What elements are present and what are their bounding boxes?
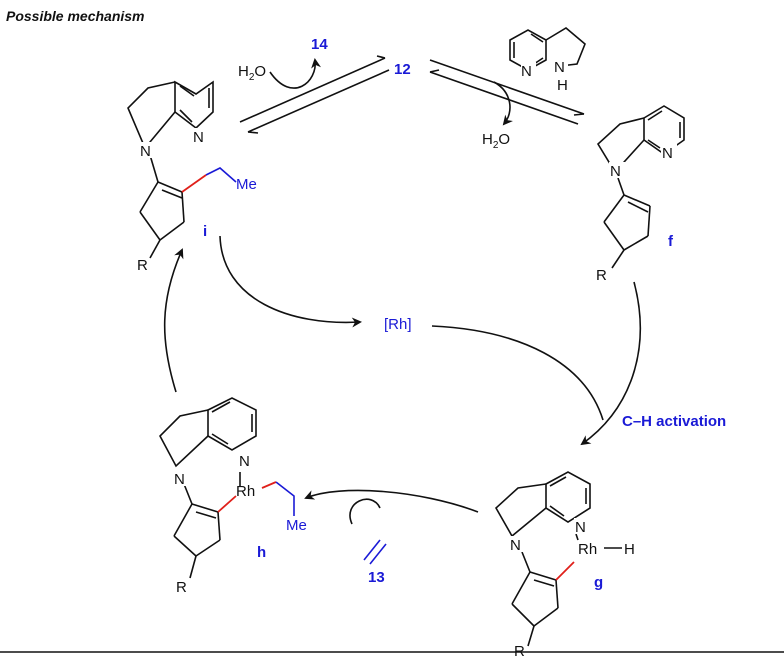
compound-12-label: 12 xyxy=(394,61,411,78)
h-red-bond-c xyxy=(217,495,237,513)
equilibrium-left xyxy=(239,55,390,134)
g-red-bond xyxy=(555,561,575,581)
i-r-group: R xyxy=(137,257,148,274)
h-r-group: R xyxy=(176,579,187,596)
g-r-group: R xyxy=(514,643,525,658)
h-red-bond-rh xyxy=(261,481,277,489)
intermediate-f-structure xyxy=(596,105,685,269)
rh-to-g-merge xyxy=(431,325,604,421)
i-amine-n: N xyxy=(140,143,151,160)
svg-text:H2O: H2O xyxy=(238,63,266,83)
i-methyl: Me xyxy=(236,176,257,193)
reagent-nh-hydrogen: H xyxy=(557,77,568,94)
release-water-arrow xyxy=(493,81,513,126)
intermediate-i-label: i xyxy=(203,223,207,240)
h-methyl: Me xyxy=(286,517,307,534)
svg-text:H2O: H2O xyxy=(482,131,510,151)
intermediate-f-label: f xyxy=(668,233,674,250)
f-amine-n: N xyxy=(610,163,621,180)
ch-activation-label: C–H activation xyxy=(622,413,726,430)
g-amine-n: N xyxy=(510,537,521,554)
g-pyridine-n: N xyxy=(575,519,586,536)
g-hydride: H xyxy=(624,541,635,558)
intermediate-h-label: h xyxy=(257,544,266,561)
compound-14-label: 14 xyxy=(311,36,328,53)
h-amine-n: N xyxy=(174,471,185,488)
h-pyridine-n: N xyxy=(239,453,250,470)
f-pyridine-n: N xyxy=(662,145,673,162)
reagent-nh-atom: N xyxy=(554,59,565,76)
g-rhodium: Rh xyxy=(578,541,597,558)
heading: Possible mechanism xyxy=(6,8,145,24)
h-rhodium: Rh xyxy=(236,483,255,500)
release-14-arrow xyxy=(269,58,322,89)
water-right: H2O xyxy=(482,131,510,151)
intermediate-g-structure xyxy=(494,471,622,647)
intermediate-g-label: g xyxy=(594,574,603,591)
i-pyridine-n: N xyxy=(193,129,204,146)
intermediate-i-structure xyxy=(127,80,214,259)
ethylene-addition-arrow xyxy=(349,498,381,525)
rh-catalyst-label: [Rh] xyxy=(384,316,412,333)
intermediate-h-structure xyxy=(159,397,257,579)
reagent-n-atom: N xyxy=(521,63,532,80)
f-to-g-arrow xyxy=(580,281,641,446)
equilibrium-right xyxy=(429,59,585,125)
i-to-rh-arrow xyxy=(219,235,362,328)
h-ethyl xyxy=(275,481,295,516)
intermediate-i-red-bond xyxy=(181,174,207,193)
g-to-h-arrow xyxy=(304,489,479,513)
water-left: H2O xyxy=(238,63,266,83)
ethylene-13-structure xyxy=(363,539,387,565)
f-r-group: R xyxy=(596,267,607,284)
intermediate-i-ethyl xyxy=(205,167,237,183)
h-to-i-arrow xyxy=(163,248,184,393)
compound-13-label: 13 xyxy=(368,569,385,586)
